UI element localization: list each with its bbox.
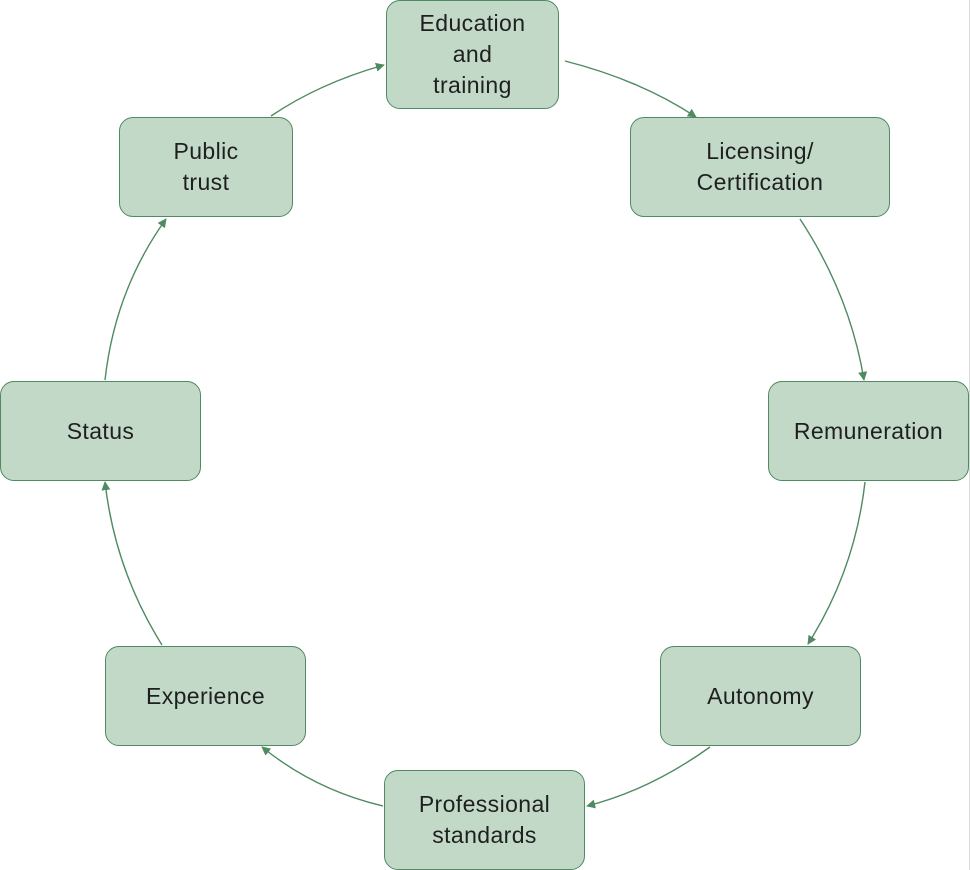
arrow-public-to-education: [270, 62, 385, 117]
arrow-professional-to-experience: [261, 746, 384, 807]
node-public: Public trust: [119, 117, 293, 217]
node-licensing: Licensing/ Certification: [630, 117, 890, 217]
arrow-licensing-to-remuneration: [799, 218, 868, 381]
node-remuneration: Remuneration: [768, 381, 969, 481]
node-professional: Professional standards: [384, 770, 585, 870]
arrow-remuneration-to-autonomy: [807, 481, 866, 645]
node-status: Status: [0, 381, 201, 481]
node-autonomy: Autonomy: [660, 646, 861, 746]
node-experience: Experience: [105, 646, 306, 746]
node-education: Education and training: [386, 0, 559, 109]
arrow-autonomy-to-professional: [586, 746, 711, 809]
arrow-education-to-licensing: [564, 60, 697, 118]
arrow-status-to-public: [104, 218, 167, 381]
arrow-experience-to-status: [101, 481, 163, 646]
